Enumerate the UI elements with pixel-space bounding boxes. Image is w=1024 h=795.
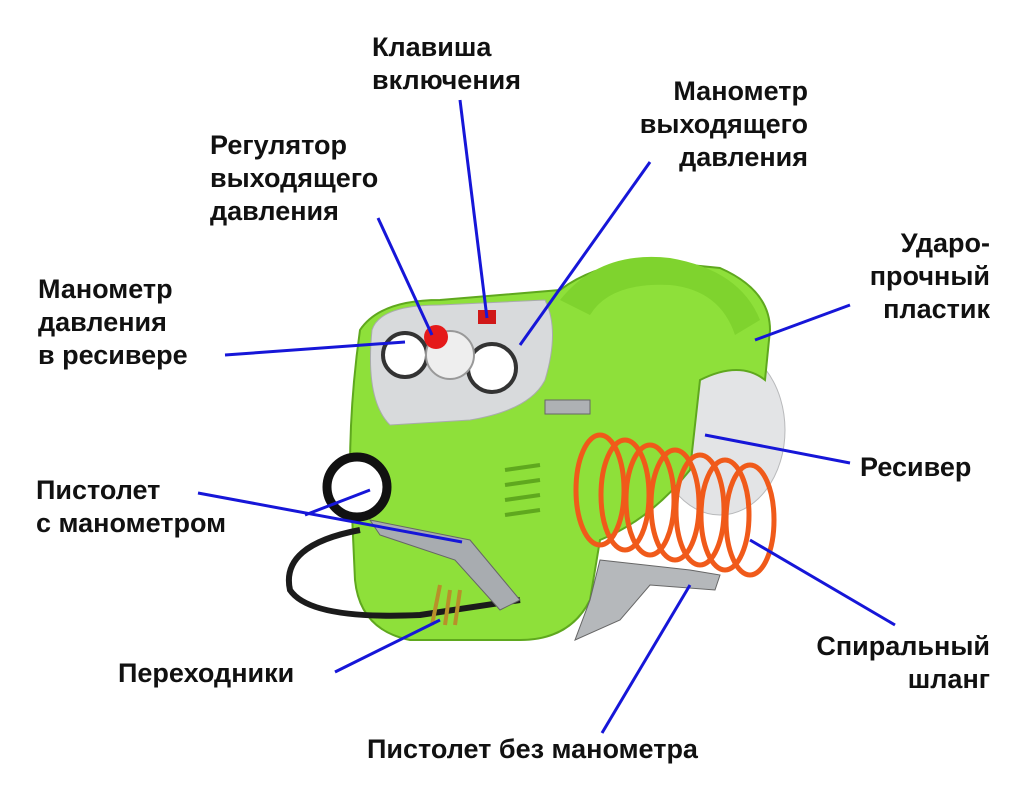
label-line: давления <box>679 142 808 172</box>
label-line: Манометр <box>673 76 808 106</box>
label-line: Спиральный <box>816 631 990 661</box>
line-impact-plastic <box>754 303 851 342</box>
line-receiver <box>704 433 851 465</box>
adapters <box>430 584 462 626</box>
label-line: выходящего <box>639 109 808 139</box>
line-gun-with-gauge-b <box>304 488 371 517</box>
label-line: шланг <box>907 664 990 694</box>
label-spiral-hose: Спиральный шланг <box>816 630 990 696</box>
gun-gauge <box>322 452 392 522</box>
label-line: Регулятор <box>210 130 348 160</box>
label-line: прочный <box>869 261 990 291</box>
label-line: с манометром <box>36 508 227 538</box>
label-line: Ударо- <box>900 228 990 258</box>
label-line: Пистолет <box>36 475 161 505</box>
label-gun-with-gauge: Пистолет с манометром <box>36 474 226 540</box>
label-adapters: Переходники <box>118 657 294 690</box>
label-line: Ресивер <box>860 452 972 482</box>
line-power-switch <box>458 99 489 319</box>
label-line: включения <box>372 65 521 95</box>
handle <box>560 256 760 335</box>
label-line: давления <box>210 196 339 226</box>
line-gun-with-gauge-a <box>197 491 463 544</box>
label-power-switch: Клавиша включения <box>372 31 521 97</box>
label-line: Переходники <box>118 658 295 688</box>
label-line: выходящего <box>210 163 379 193</box>
label-line: пластик <box>883 294 990 324</box>
line-tank-gauge <box>224 340 406 357</box>
label-output-gauge: Манометр выходящего давления <box>640 75 808 174</box>
line-output-gauge <box>518 161 652 346</box>
line-adapters <box>334 618 441 674</box>
line-output-regulator <box>376 217 434 336</box>
line-gun-without-gauge <box>600 584 692 734</box>
label-line: Клавиша <box>372 32 492 62</box>
output-gauge <box>466 342 518 394</box>
label-output-regulator: Регулятор выходящего давления <box>210 129 378 228</box>
gun-with-gauge <box>368 519 521 611</box>
label-line: в ресивере <box>38 340 188 370</box>
label-line: давления <box>38 307 167 337</box>
vents <box>504 463 541 517</box>
tank-gauge <box>381 331 429 379</box>
line-spiral-hose <box>749 538 896 627</box>
quick-coupler <box>544 399 591 415</box>
label-line: Манометр <box>38 274 173 304</box>
leader-lines <box>197 99 896 734</box>
gun-without-gauge <box>574 559 721 641</box>
label-receiver: Ресивер <box>860 451 971 484</box>
spiral-hose <box>573 432 777 578</box>
gauge-gun-hose <box>285 527 521 619</box>
label-tank-gauge: Манометр давления в ресивере <box>38 273 188 372</box>
label-impact-plastic: Ударо- прочный пластик <box>870 227 990 326</box>
label-gun-without-gauge: Пистолет без манометра <box>367 733 698 766</box>
label-line: Пистолет без манометра <box>367 734 698 764</box>
